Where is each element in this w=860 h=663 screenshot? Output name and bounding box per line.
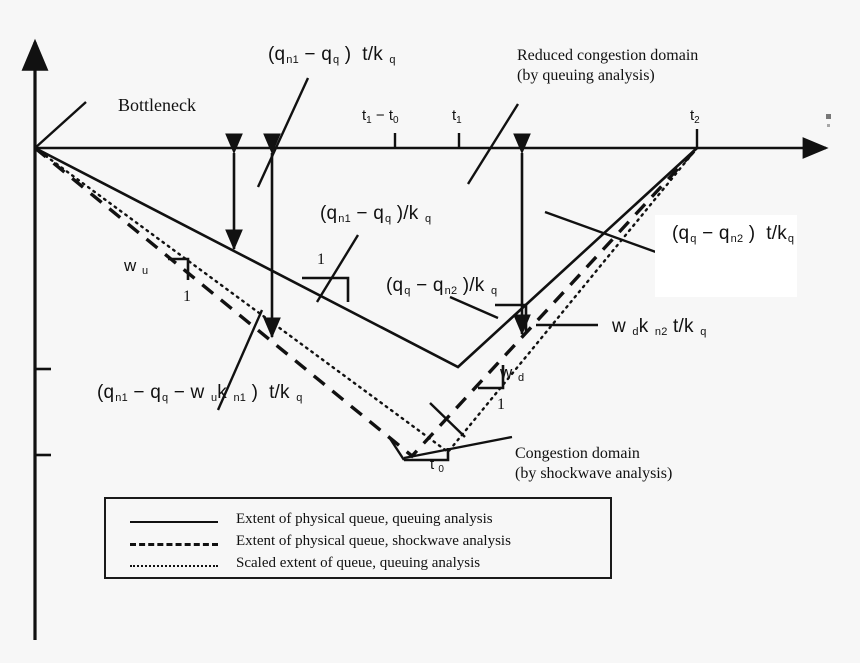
axis-end-mark-2 bbox=[827, 124, 830, 127]
legend-label-solid: Extent of physical queue, queuing analys… bbox=[236, 511, 493, 527]
expr-qq-qn2-t-over-kq: (qq − qn2 ) t/kq bbox=[672, 223, 795, 245]
slope-triangle-qq-qn2 bbox=[495, 303, 528, 332]
queue-curves bbox=[33, 146, 699, 459]
legend-swatch-dotted bbox=[130, 565, 218, 567]
slope-triangle-wu bbox=[168, 257, 190, 280]
expr-qq-qn2-over-kq: (qq − qn2 )/k q bbox=[386, 275, 498, 297]
slope-triangle-wd bbox=[478, 365, 505, 390]
legend-item-dotted: Scaled extent of queue, queuing analysis bbox=[106, 555, 610, 577]
leader-reduced-domain bbox=[466, 103, 520, 185]
label-slope-one-wu: 1 bbox=[183, 288, 191, 305]
label-slope-one-qn1: 1 bbox=[317, 251, 325, 268]
label-reduced-congestion-domain-line2: (by queuing analysis) bbox=[517, 67, 655, 84]
label-slope-one-wd: 1 bbox=[497, 396, 505, 413]
expr-qn1-qq-t-over-kq: (qn1 − qq ) t/k q bbox=[268, 44, 396, 66]
label-congestion-domain-line1: Congestion domain bbox=[515, 445, 640, 462]
tick-label-t2: t2 bbox=[690, 107, 700, 126]
axis-end-mark bbox=[826, 114, 831, 119]
leader-qn1-qq-wu-kn1 bbox=[216, 309, 264, 411]
legend-swatch-solid bbox=[130, 521, 218, 523]
label-slope-wu: w u bbox=[124, 256, 149, 277]
legend-label-dashed: Extent of physical queue, shockwave anal… bbox=[236, 533, 511, 549]
time-axis bbox=[35, 114, 831, 159]
curve-shockwave-analysis bbox=[33, 146, 699, 459]
leader-qn1-qq-over-kq bbox=[315, 234, 360, 303]
expression-white-box bbox=[655, 215, 797, 297]
tick-label-t1-minus-t0: t1 − t0 bbox=[362, 107, 399, 126]
leader-lines bbox=[34, 77, 679, 461]
legend-label-dotted: Scaled extent of queue, queuing analysis bbox=[236, 555, 481, 571]
label-bottleneck: Bottleneck bbox=[118, 95, 196, 115]
vertical-axis bbox=[21, 38, 51, 640]
leader-qq-qn2-over-kq bbox=[449, 295, 499, 320]
slope-triangle-t0 bbox=[404, 448, 450, 462]
label-reduced-congestion-domain-line1: Reduced congestion domain bbox=[517, 47, 699, 64]
leader-qn1-qq-t bbox=[256, 77, 310, 188]
legend-item-dashed: Extent of physical queue, shockwave anal… bbox=[106, 533, 610, 555]
slope-triangle-qn1 bbox=[302, 276, 350, 302]
leader-congestion-domain bbox=[403, 435, 513, 460]
expr-qn1-qq-wu-kn1-t-over-kq: (qn1 − qq − w uk n1 ) t/k q bbox=[97, 382, 303, 404]
expr-wd-kn2-t-over-kq: w dk n2 t/k q bbox=[612, 316, 707, 338]
curve-scaled-queue bbox=[33, 146, 699, 454]
label-t0-marker: t 0 bbox=[430, 456, 444, 475]
curve-queuing-analysis bbox=[34, 146, 698, 369]
leader-t0-b bbox=[387, 436, 406, 461]
slope-triangles bbox=[168, 257, 528, 462]
expr-qn1-qq-over-kq: (qn1 − qq )/k q bbox=[320, 203, 432, 225]
legend-box: Extent of physical queue, queuing analys… bbox=[104, 497, 612, 579]
leader-bottleneck bbox=[34, 101, 87, 149]
legend-swatch-dashed bbox=[130, 543, 218, 546]
tick-label-t1: t1 bbox=[452, 107, 462, 126]
leader-t0-a bbox=[429, 402, 466, 438]
legend-item-solid: Extent of physical queue, queuing analys… bbox=[106, 511, 610, 533]
label-slope-wd: w d bbox=[500, 363, 525, 384]
label-congestion-domain-line2: (by shockwave analysis) bbox=[515, 465, 673, 482]
